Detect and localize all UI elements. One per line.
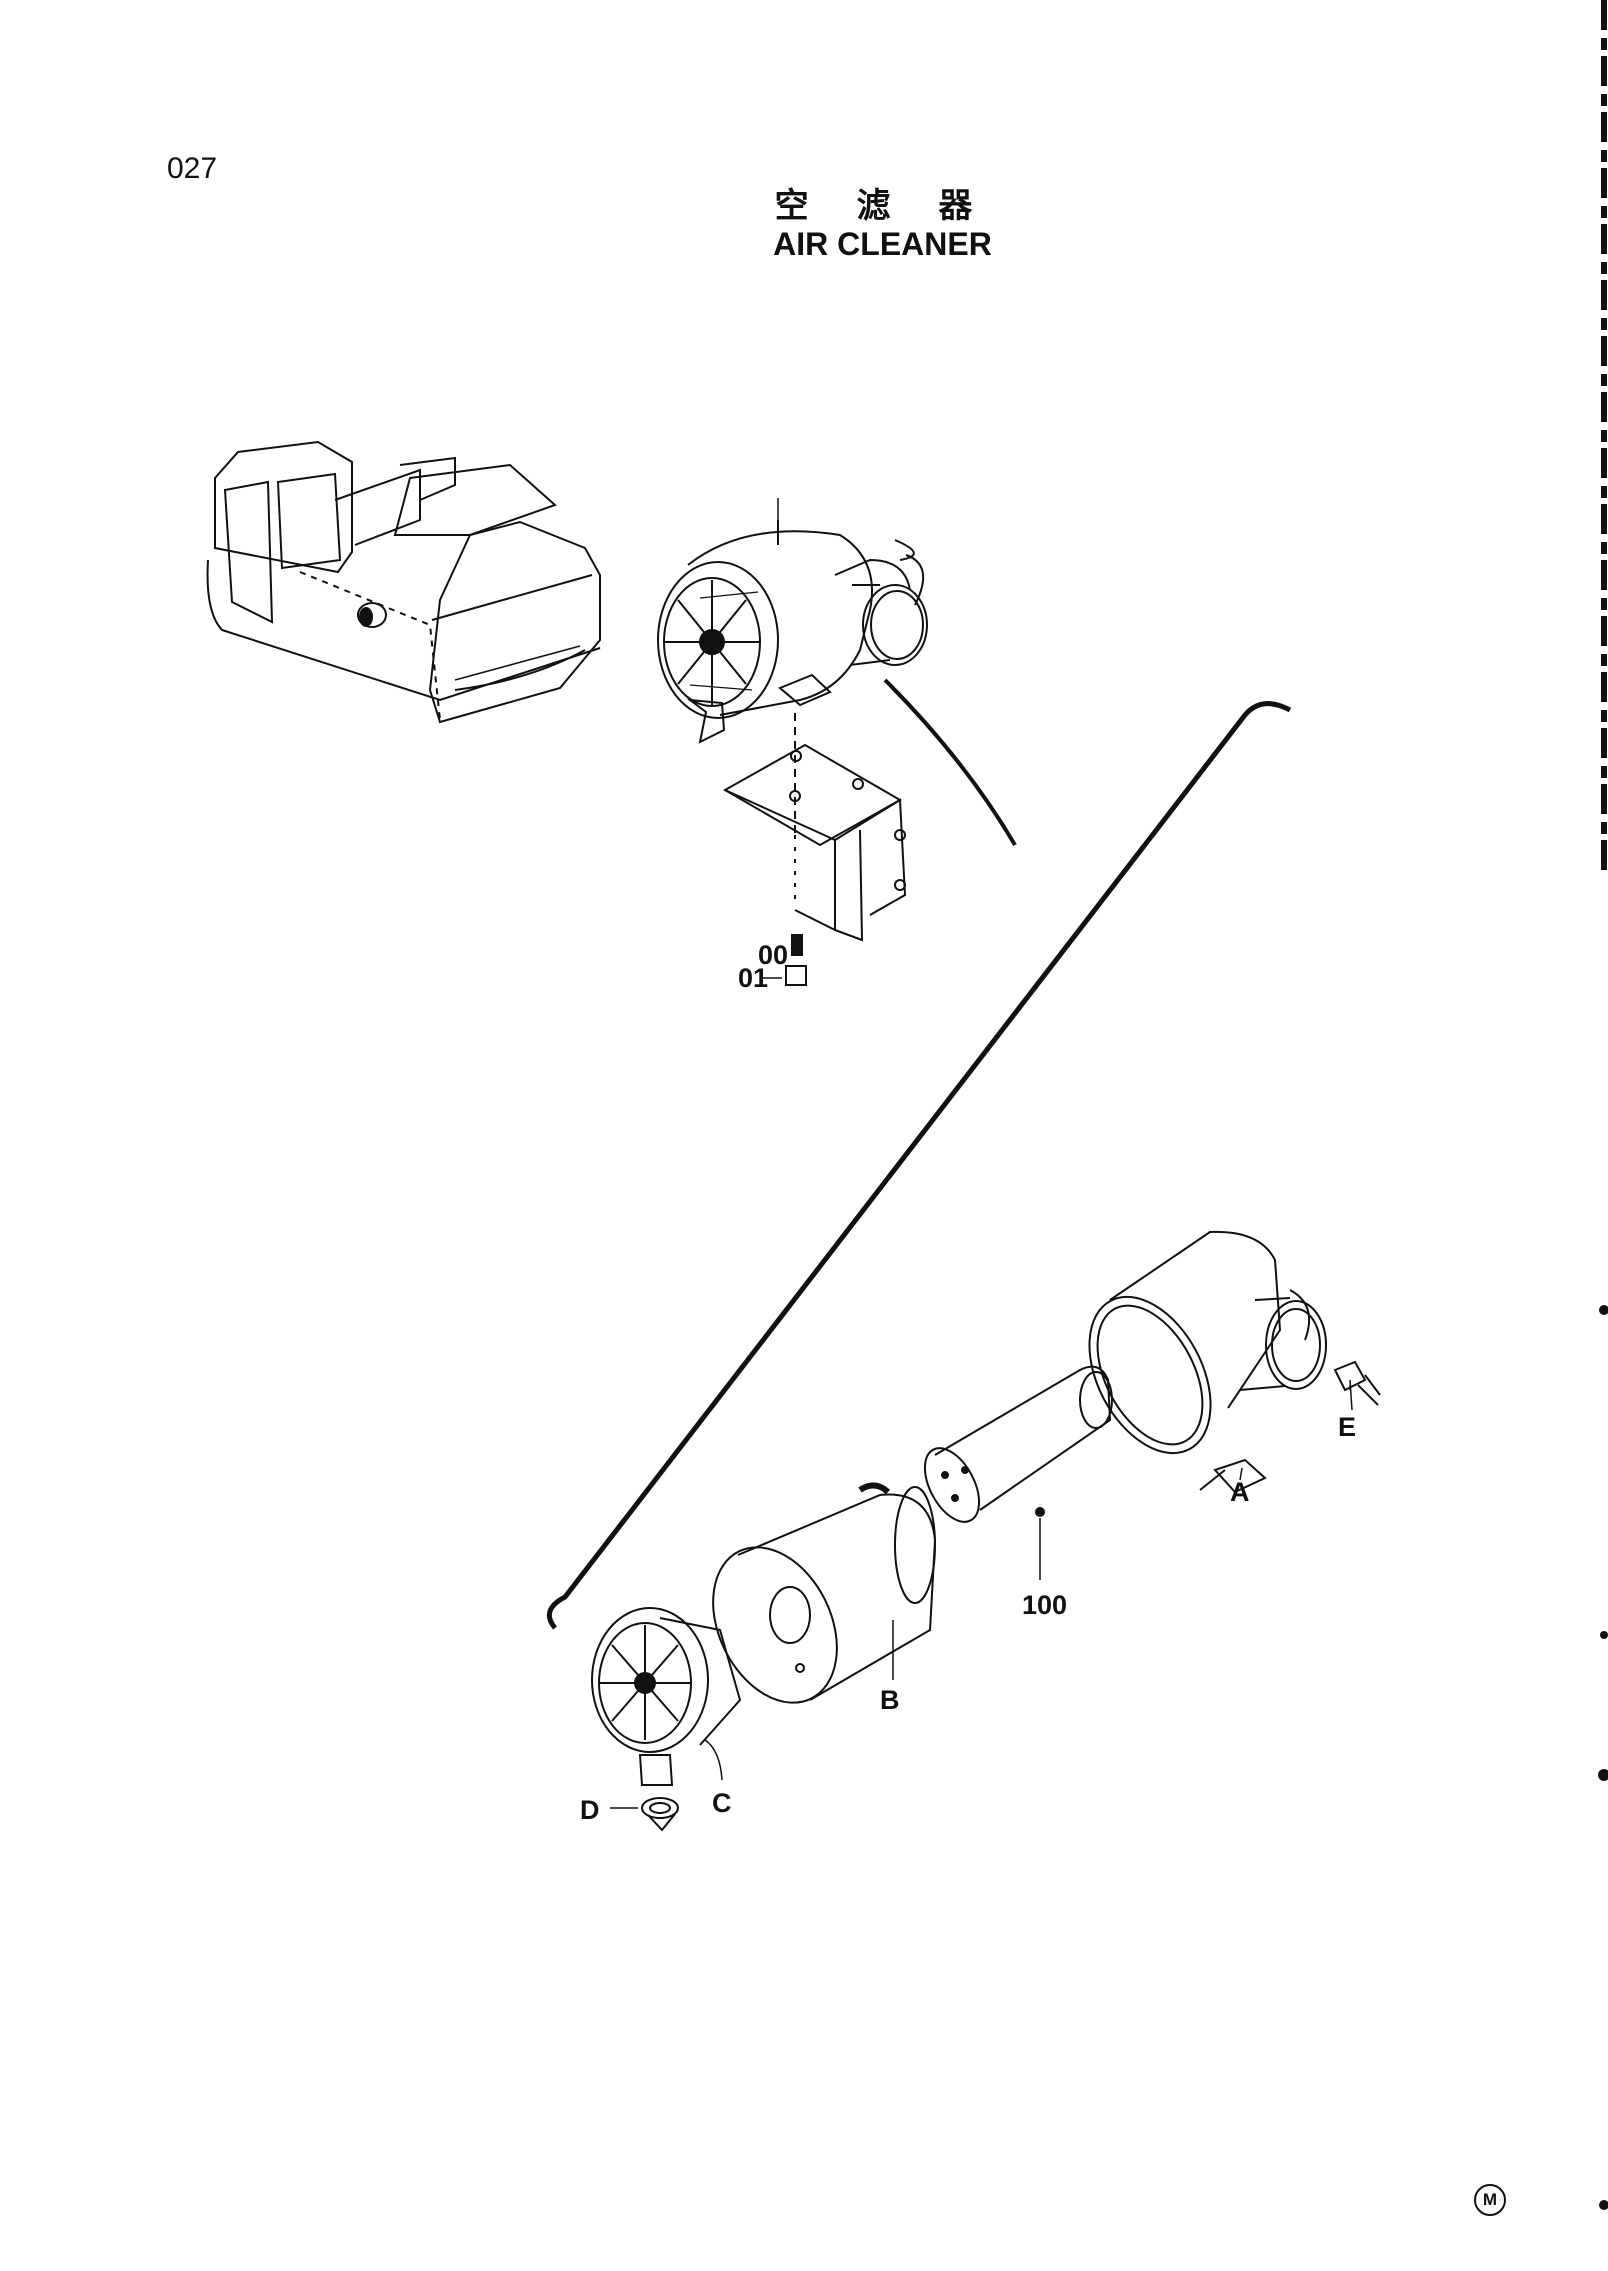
callout-element: 100 (1022, 1590, 1068, 1620)
air-cleaner-assembly (657, 498, 928, 744)
manufacturer-mark: M (1474, 2184, 1506, 2216)
safety-element (923, 1365, 1113, 1580)
callout-part-a: A (1230, 1477, 1250, 1507)
dust-valve (610, 1797, 679, 1832)
scan-edge-marks (1598, 0, 1608, 2210)
air-cleaner-cover (591, 1607, 742, 1786)
page-number: 027 (167, 152, 218, 185)
air-cleaner-housing (1088, 1230, 1381, 1494)
callout-part-e: E (1338, 1412, 1357, 1442)
mounting-bracket (722, 713, 907, 956)
bolt-icon (785, 965, 807, 986)
exploded-view-bracket (546, 701, 1292, 1630)
callout-part-c: C (712, 1788, 732, 1818)
excavator-locator-illustration (206, 440, 601, 724)
callout-part-b: B (880, 1685, 900, 1715)
page-title-chinese: 空 滤 器 (774, 186, 991, 226)
part-a-leader (1239, 1467, 1243, 1481)
callout-part-d: D (580, 1795, 600, 1825)
callout-assembly: 00 (758, 940, 789, 970)
callout-bolt: 01 (738, 963, 769, 993)
explode-connector (883, 678, 1017, 847)
page-title-english: AIR CLEANER (773, 226, 992, 262)
